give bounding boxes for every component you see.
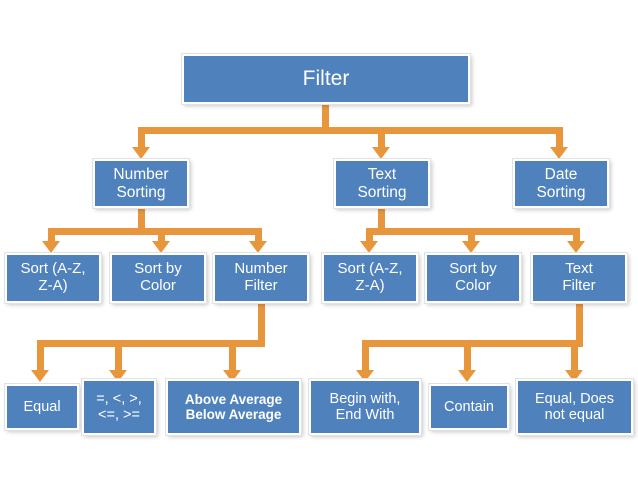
connector-number-sorting-bus xyxy=(48,228,262,235)
arrowhead-to-sort-az-text xyxy=(360,241,378,253)
connector-root-stem xyxy=(322,103,329,134)
connector-text-filter-drop-begin-end xyxy=(362,340,369,372)
connector-root-bus xyxy=(138,127,563,134)
connector-number-filter-stem xyxy=(258,303,265,347)
arrowhead-to-contain xyxy=(458,370,476,382)
arrowhead-to-sort-by-color-number xyxy=(152,241,170,253)
connector-text-filter-drop-equal-not xyxy=(571,340,578,372)
arrowhead-to-sort-az-number xyxy=(42,241,60,253)
node-equal[interactable]: Equal xyxy=(5,384,79,430)
connector-text-filter-bus xyxy=(362,340,583,347)
connector-root-drop-text xyxy=(378,127,385,149)
arrowhead-to-number-filter xyxy=(249,241,267,253)
node-contain[interactable]: Contain xyxy=(429,384,509,430)
connector-root-drop-date xyxy=(556,127,563,149)
connector-number-filter-bus xyxy=(37,340,265,347)
node-begin-end-with[interactable]: Begin with,End With xyxy=(309,379,421,435)
arrowhead-to-equal xyxy=(31,370,49,382)
connector-text-sorting-stem xyxy=(378,207,385,235)
node-sort-az-number[interactable]: Sort (A-Z,Z-A) xyxy=(5,253,101,303)
connector-number-filter-drop-equal xyxy=(37,340,44,372)
connector-number-filter-drop-operators xyxy=(115,340,122,372)
connector-number-filter-drop-average xyxy=(229,340,236,372)
node-filter-label: Filter xyxy=(302,67,350,91)
connector-text-drop-sort-color xyxy=(468,228,475,243)
node-sort-az-text[interactable]: Sort (A-Z,Z-A) xyxy=(322,253,418,303)
connector-root-drop-number xyxy=(138,127,145,149)
connector-number-drop-number-filter xyxy=(255,228,262,243)
connector-text-filter-drop-contain xyxy=(464,340,471,372)
connector-text-drop-sort-az xyxy=(366,228,373,243)
arrowhead-to-text-sorting xyxy=(372,147,390,159)
node-operators[interactable]: =, <, >,<=, >= xyxy=(82,379,156,435)
node-operators-label: =, <, >,<=, >= xyxy=(96,390,142,423)
arrowhead-to-text-filter xyxy=(567,241,585,253)
connector-number-drop-sort-az xyxy=(48,228,55,243)
node-sort-az-text-label: Sort (A-Z,Z-A) xyxy=(337,260,403,294)
connector-text-drop-text-filter xyxy=(573,228,580,243)
node-filter[interactable]: Filter xyxy=(182,54,470,104)
connector-text-filter-stem xyxy=(576,303,583,347)
node-sort-az-number-label: Sort (A-Z,Z-A) xyxy=(20,260,86,294)
node-equal-label: Equal xyxy=(23,398,61,415)
node-contain-label: Contain xyxy=(444,398,494,415)
arrowhead-to-sort-by-color-text xyxy=(462,241,480,253)
arrowhead-to-number-sorting xyxy=(132,147,150,159)
node-begin-end-with-label: Begin with,End With xyxy=(329,390,401,423)
connector-number-sorting-stem xyxy=(138,207,145,235)
arrowhead-to-date-sorting xyxy=(550,147,568,159)
connector-number-drop-sort-color xyxy=(158,228,165,243)
